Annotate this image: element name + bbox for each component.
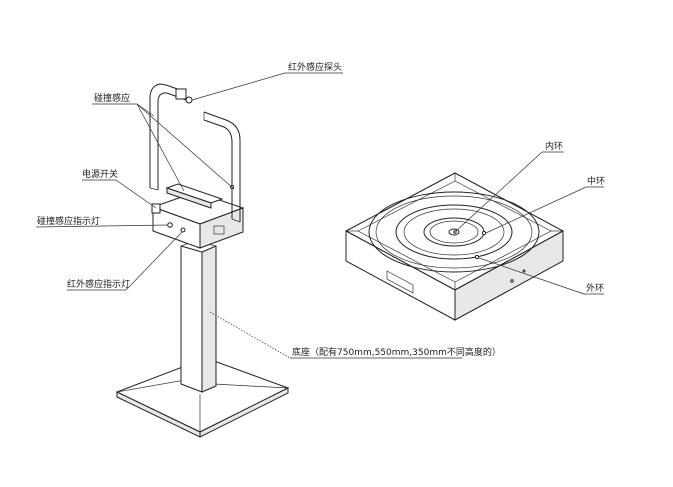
- stand-column: [180, 240, 217, 393]
- stand-device: [115, 83, 290, 438]
- handle-slot: [386, 270, 414, 294]
- ir-indicator-led: [180, 227, 186, 233]
- label-inner-ring: 内环: [545, 140, 563, 152]
- target-rings: [368, 191, 540, 273]
- label-ir-indicator: 红外感应指示灯: [67, 278, 130, 290]
- label-base: 底座（配有750mm,550mm,350mm不同高度的）: [292, 346, 501, 358]
- ir-probe-head: [185, 96, 193, 104]
- outer-ring: [368, 191, 540, 273]
- label-ir-probe: 红外感应探头: [288, 61, 342, 73]
- brand-mark: [213, 225, 225, 235]
- label-collision-indicator: 碰撞感应指示灯: [37, 215, 100, 227]
- label-collision-sensor: 碰撞感应: [94, 92, 130, 104]
- center-dot: [448, 228, 460, 236]
- middle-ring: [395, 204, 513, 260]
- label-power-switch: 电源开关: [82, 168, 118, 180]
- stand-base: [115, 357, 290, 438]
- label-middle-ring: 中环: [587, 175, 605, 187]
- label-outer-ring: 外环: [586, 282, 604, 294]
- collision-indicator-led: [167, 222, 173, 228]
- target-pad: [344, 172, 565, 321]
- callout-labels: 红外感应探头 碰撞感应 电源开关 碰撞感应指示灯 红外感应指示灯 底座（配有75…: [37, 61, 605, 358]
- leader-lines: [35, 72, 604, 359]
